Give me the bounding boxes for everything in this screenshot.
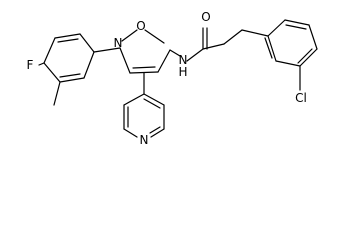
bond-lines: [38, 19, 318, 138]
atom-n-pyridine: N: [140, 133, 149, 147]
atom-o-carbonyl: O: [201, 10, 210, 24]
atom-o-ring: O: [136, 19, 145, 33]
molecule-canvas: O N N H O N F Cl: [27, 10, 318, 147]
atom-n-amide: N: [179, 53, 188, 67]
atom-f: F: [27, 58, 34, 72]
atom-n-ring: N: [114, 36, 123, 50]
atom-h-amide: H: [178, 65, 187, 79]
atom-cl: Cl: [295, 91, 307, 105]
structure-drawing: O N N H O N F Cl: [27, 10, 318, 147]
